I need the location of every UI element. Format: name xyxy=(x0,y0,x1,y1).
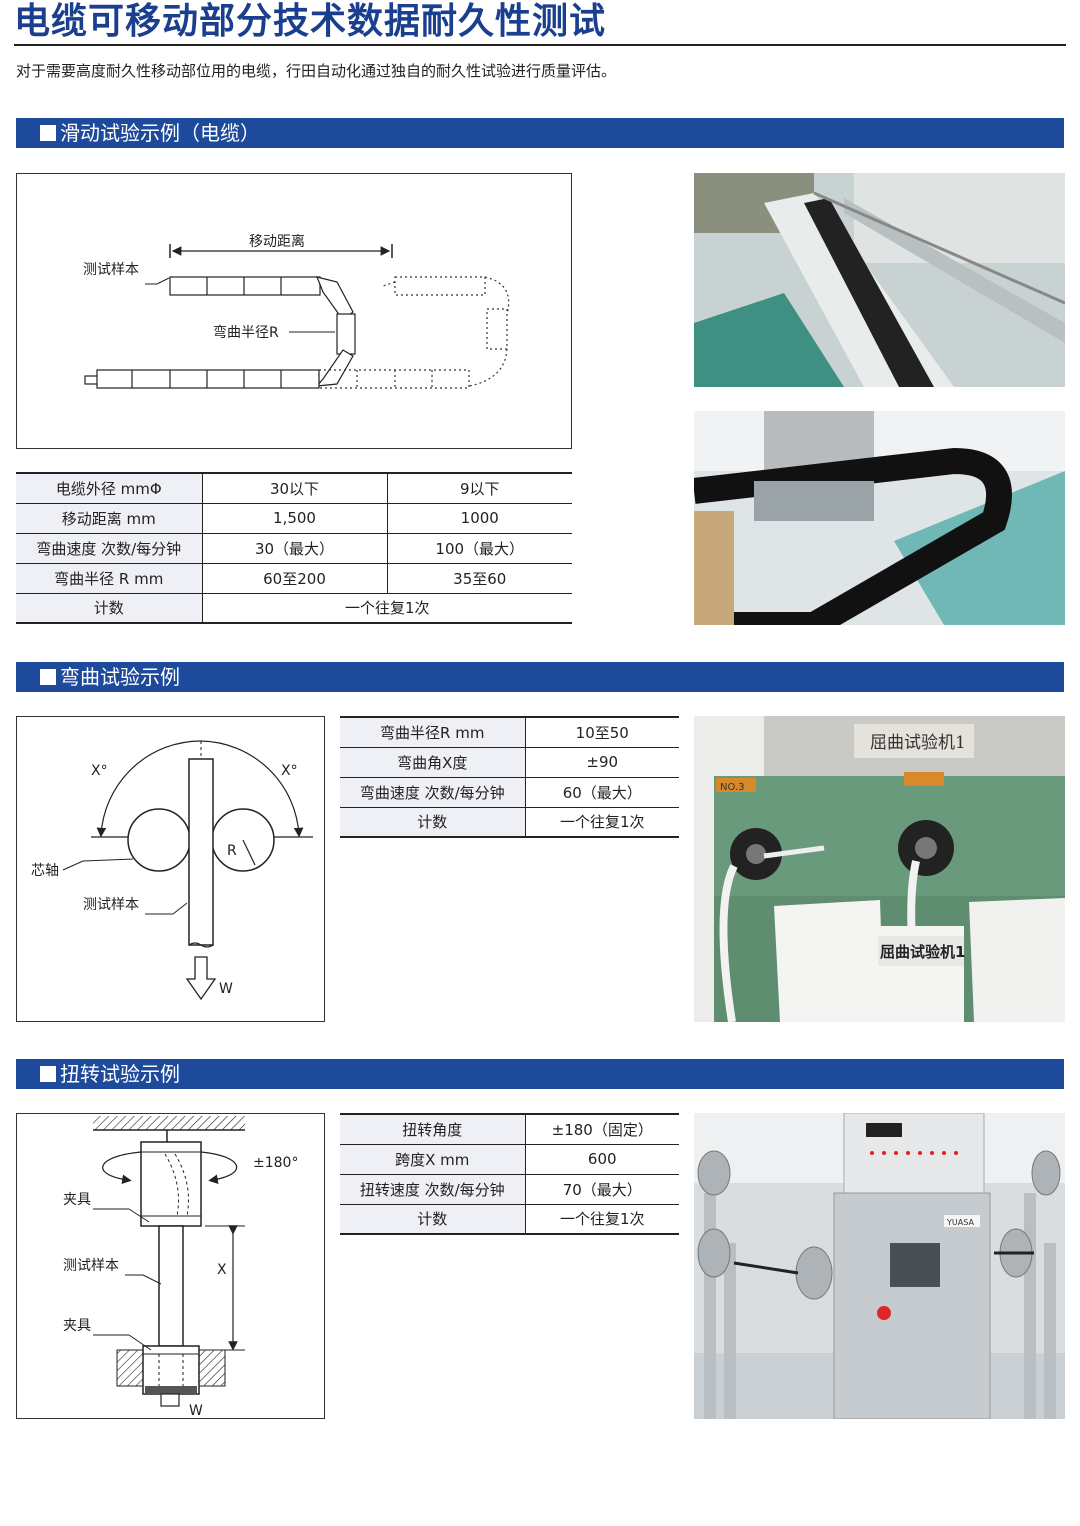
chain-top-solid xyxy=(169,276,356,387)
table-row: 计数一个往复1次 xyxy=(340,807,679,838)
table-row: 计数一个往复1次 xyxy=(340,1204,679,1235)
intro-text: 对于需要高度耐久性移动部位用的电缆，行田自动化通过独自的耐久性试验进行质量评估。 xyxy=(16,62,617,80)
sliding-diagram: 移动距离 测试样本 弯曲半径R xyxy=(16,173,572,449)
weight-label: W xyxy=(219,981,233,997)
section-header-bending: 弯曲试验示例 xyxy=(16,662,1064,692)
torsion-diagram: ±180° W X 夹具 测试样本 夹具 xyxy=(16,1113,325,1419)
sliding-photo-rail xyxy=(694,173,1065,387)
mandrel-label: 芯轴 xyxy=(31,863,59,879)
torsion-angle-label: ±180° xyxy=(253,1155,298,1171)
bending-diagram: X° X° R W 芯轴 测试样本 xyxy=(16,716,325,1022)
span-label: X xyxy=(217,1262,227,1278)
machine-tag: NO.3 xyxy=(720,782,745,793)
page-title: 电缆可移动部分技术数据耐久性测试 xyxy=(14,1,607,42)
title-divider xyxy=(14,44,1066,46)
clamp-bottom-label: 夹具 xyxy=(63,1318,91,1334)
torsion-weight-label: W xyxy=(189,1403,203,1417)
chain-bottom-solid xyxy=(84,369,320,389)
bend-radius-label: R xyxy=(227,843,237,859)
distance-label: 移动距离 xyxy=(249,233,305,250)
table-row: 计数一个往复1次 xyxy=(16,593,572,624)
table-row: 扭转角度±180（固定） xyxy=(340,1113,679,1145)
machine-sign-top: 屈曲试验机1 xyxy=(870,733,966,753)
radius-label: 弯曲半径R xyxy=(213,324,279,341)
angle-left-label: X° xyxy=(91,763,108,779)
sliding-photo-carrier xyxy=(694,411,1065,625)
bending-photo: 屈曲试验机1 NO.3 屈曲试验机1 xyxy=(694,716,1065,1022)
section-header-torsion: 扭转试验示例 xyxy=(16,1059,1064,1089)
torsion-photo: YUASA xyxy=(694,1113,1065,1419)
machine-sign-bottom: 屈曲试验机1 xyxy=(880,943,965,961)
chain-ghost xyxy=(318,276,510,389)
clamp-top-label: 夹具 xyxy=(63,1192,91,1208)
bend-sample-label: 测试样本 xyxy=(83,897,139,913)
machine-brand: YUASA xyxy=(946,1218,974,1227)
angle-right-label: X° xyxy=(281,763,298,779)
sample-label: 测试样本 xyxy=(83,262,139,278)
section-header-sliding: 滑动试验示例（电缆） xyxy=(16,118,1064,148)
torsion-sample-label: 测试样本 xyxy=(63,1258,119,1274)
table-row: 弯曲角X度±90 xyxy=(340,747,679,778)
